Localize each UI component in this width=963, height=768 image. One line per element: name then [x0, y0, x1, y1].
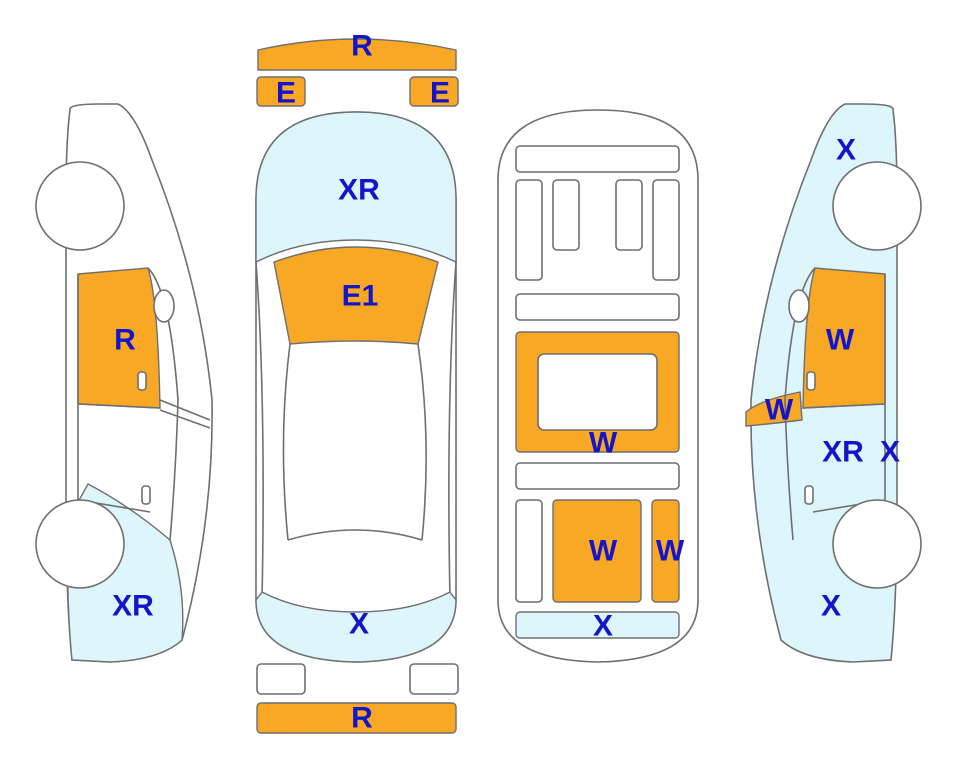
- left-rear-wheel: [35, 499, 125, 589]
- right-door-lines: [784, 267, 886, 541]
- interior-rear-left-panel[interactable]: [552, 499, 642, 603]
- left-front-handle: [137, 371, 147, 391]
- left-rear-handle: [141, 485, 151, 505]
- interior-rear-bar: [515, 462, 680, 490]
- right-mirror-panel[interactable]: [745, 391, 803, 427]
- left-side-mirror: [153, 289, 175, 323]
- windshield-code: E1: [342, 280, 379, 313]
- left-side-view: R XR: [35, 103, 213, 663]
- trunk-lid-code: X: [349, 608, 369, 641]
- right-side-view: X W W XR X X: [745, 103, 922, 663]
- right-rear-quarter-code: X: [821, 590, 841, 623]
- right-front-door-code: W: [826, 324, 855, 357]
- right-rear-edge-code: X: [880, 436, 900, 469]
- rear-bumper-code: R: [351, 702, 373, 735]
- right-mirror[interactable]: [409, 76, 459, 107]
- hood-panel[interactable]: [255, 111, 457, 264]
- left-front-wheel: [35, 161, 125, 251]
- top-view: R E E XR E1 X R: [255, 30, 459, 735]
- interior-front-left-seat: [515, 179, 543, 281]
- interior-console: [515, 293, 680, 321]
- left-rear-quarter-code: XR: [112, 590, 154, 623]
- left-front-door-code: R: [114, 324, 136, 357]
- windshield-panel[interactable]: [273, 246, 439, 345]
- right-mirror-side-code: W: [765, 394, 794, 427]
- interior-rear-left-code: W: [589, 535, 618, 568]
- left-rear-light: [256, 663, 306, 695]
- interior-dashboard: [515, 145, 680, 173]
- right-front-handle: [806, 371, 816, 391]
- interior-center-window: [537, 353, 658, 431]
- left-mirror[interactable]: [256, 76, 306, 107]
- right-front-wheel: [832, 161, 922, 251]
- rear-bumper[interactable]: [256, 702, 457, 734]
- right-rear-light: [409, 663, 459, 695]
- front-bumper[interactable]: [257, 38, 457, 71]
- left-door-lines: [77, 267, 211, 541]
- right-rear-door-code: XR: [822, 436, 864, 469]
- right-front-fender-code: X: [836, 134, 856, 167]
- interior-rear-strip[interactable]: [515, 611, 680, 639]
- interior-rear-right-code: W: [656, 535, 685, 568]
- interior-view: W W W X: [497, 109, 699, 663]
- right-side-mirror: [788, 289, 810, 323]
- right-rear-wheel: [832, 499, 922, 589]
- front-bumper-code: R: [351, 30, 373, 63]
- interior-rear-left-side: [515, 499, 543, 603]
- interior-center-code: W: [589, 427, 618, 460]
- right-rear-handle: [804, 485, 814, 505]
- interior-rear-strip-code: X: [593, 610, 613, 643]
- trunk-lid-panel[interactable]: [255, 591, 457, 663]
- interior-rear-right-panel[interactable]: [651, 499, 680, 603]
- right-mirror-code: E: [430, 77, 450, 110]
- interior-front-left-cushion: [552, 179, 580, 251]
- interior-front-right-seat: [652, 179, 680, 281]
- interior-front-right-cushion: [615, 179, 643, 251]
- hood-code: XR: [338, 174, 380, 207]
- top-cabin-lines: [255, 261, 457, 601]
- left-mirror-code: E: [276, 77, 296, 110]
